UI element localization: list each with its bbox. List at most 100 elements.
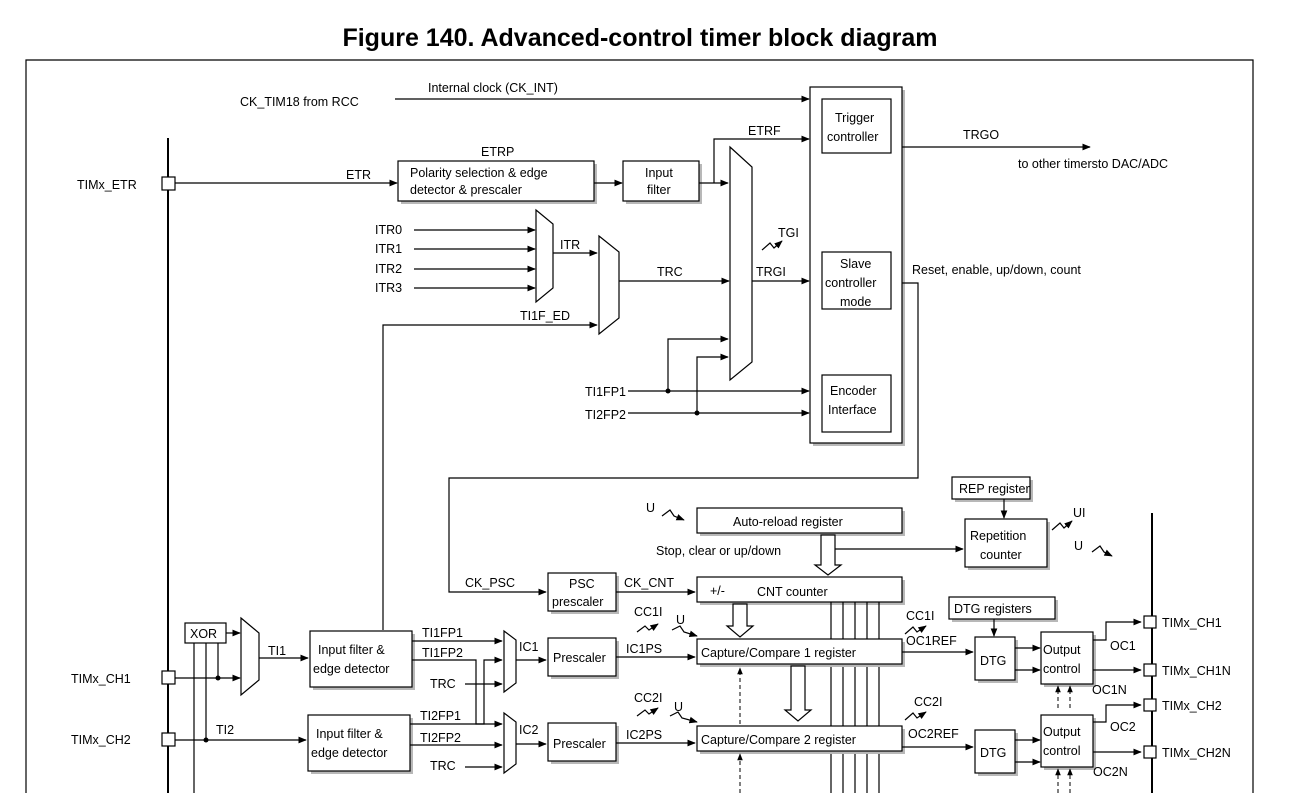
edge1-text-2: edge detector	[313, 662, 389, 676]
itr0-label: ITR0	[375, 223, 402, 237]
ck-cnt-label: CK_CNT	[624, 576, 674, 590]
input-filter-edge-2-box	[307, 714, 411, 772]
dtg-1-box	[974, 636, 1016, 681]
ti1fp2-label: TI1FP2	[422, 646, 463, 660]
slave-text-1: Slave	[840, 257, 871, 271]
trigger-mux	[729, 145, 753, 382]
output1-text-1: Output	[1043, 643, 1081, 657]
dtg-2-box	[974, 729, 1016, 774]
ti2fp1-label: TI2FP1	[420, 709, 461, 723]
ti1fp1-label: TI1FP1	[585, 385, 626, 399]
timx-ch2-pin[interactable]	[161, 732, 176, 747]
ic1-label: IC1	[519, 640, 539, 654]
cc2i-zigzag-right	[904, 711, 927, 721]
ic2-mux	[503, 711, 517, 775]
auto-reload-big-arrow	[813, 534, 843, 576]
encoder-interface-box	[821, 374, 892, 433]
cc2i-label-right: CC2I	[914, 695, 942, 709]
psc-text-1: PSC	[569, 577, 595, 591]
u-zigzag-cc1	[671, 625, 698, 637]
timx-ch2-out-pin[interactable]	[1143, 698, 1157, 712]
prescaler-2-box	[547, 722, 617, 762]
u-label-cc1: U	[676, 613, 685, 627]
repetition-counter-box	[964, 518, 1048, 568]
timx-ch2n-label: TIMx_CH2N	[1162, 746, 1231, 760]
trc1-label: TRC	[430, 677, 456, 691]
junction-dot	[694, 410, 700, 416]
encoder-text-1: Encoder	[830, 384, 877, 398]
encoder-text-2: Interface	[828, 403, 877, 417]
oc2n-label: OC2N	[1093, 765, 1128, 779]
oc1ref-label: OC1REF	[906, 634, 957, 648]
ic2ps-label: IC2PS	[626, 728, 662, 742]
tgi-zigzag	[761, 240, 783, 251]
ui-label: UI	[1073, 506, 1086, 520]
junction-dot	[203, 737, 209, 743]
cnt-counter-text: CNT counter	[757, 585, 828, 599]
timx-ch1-out-label: TIMx_CH1	[1162, 616, 1222, 630]
output-control-1-box	[1040, 631, 1094, 685]
ui-zigzag	[1051, 520, 1073, 531]
ti2fp2-label: TI2FP2	[585, 408, 626, 422]
rep-register-box	[951, 476, 1031, 500]
dtg1-text: DTG	[980, 654, 1006, 668]
u-label-rep: U	[1074, 539, 1083, 553]
cc1i-label-left: CC1I	[634, 605, 662, 619]
edge2-text-1: Input filter &	[316, 727, 383, 741]
timx-ch1n-pin[interactable]	[1143, 663, 1157, 677]
cnt-big-arrow	[725, 603, 755, 638]
trigger-controller-box	[821, 98, 892, 154]
itr-label: ITR	[560, 238, 580, 252]
input-filter-box	[622, 160, 700, 202]
etrp-label: ETRP	[481, 145, 514, 159]
itr1-label: ITR1	[375, 242, 402, 256]
timx-ch2-out-label: TIMx_CH2	[1162, 699, 1222, 713]
psc-prescaler-box	[547, 572, 617, 612]
dtg-registers-text: DTG registers	[954, 602, 1032, 616]
diagram-frame	[25, 59, 1254, 793]
output2-text-2: control	[1043, 744, 1081, 758]
u-zigzag-rep	[1091, 545, 1113, 557]
ti2fp2-branch	[696, 353, 729, 413]
ti2fp2-label-b: TI2FP2	[420, 731, 461, 745]
trigger-text-2: controller	[827, 130, 878, 144]
repetition-text-1: Repetition	[970, 529, 1026, 543]
ic2-label: IC2	[519, 723, 539, 737]
ti2fp1-out-line	[410, 656, 503, 725]
cnt-counter-box	[696, 576, 903, 603]
dtg-registers-box	[948, 596, 1056, 620]
prescaler2-text: Prescaler	[553, 737, 606, 751]
timx-ch1-pin[interactable]	[161, 670, 176, 685]
polarity-selection-box	[397, 160, 595, 202]
ti1f-ed-line	[382, 321, 598, 630]
trc2-label: TRC	[430, 759, 456, 773]
cc1i-label-right: CC1I	[906, 609, 934, 623]
repetition-text-2: counter	[980, 548, 1022, 562]
timx-ch2-label: TIMx_CH2	[71, 733, 131, 747]
psc-text-2: prescaler	[552, 595, 603, 609]
to-other-timers-label: to other timersto DAC/ADC	[1018, 157, 1168, 171]
oc1-line	[1093, 618, 1142, 641]
timx-ch2n-pin[interactable]	[1143, 745, 1157, 759]
junction-dot	[665, 388, 671, 394]
timx-etr-pin[interactable]	[161, 176, 176, 191]
slave-controller-box	[821, 251, 892, 310]
output-control-2-box	[1040, 714, 1094, 768]
oc1-label: OC1	[1110, 639, 1136, 653]
timx-ch1-label: TIMx_CH1	[71, 672, 131, 686]
ti1fp2-out-line	[412, 659, 503, 728]
u-label-arr: U	[646, 501, 655, 515]
cc2i-zigzag-left	[636, 707, 659, 717]
auto-reload-box	[696, 507, 903, 534]
output2-text-1: Output	[1043, 725, 1081, 739]
capture-compare-2-box	[696, 725, 903, 752]
ti1fp1-branch	[667, 335, 729, 391]
trc-mux	[598, 234, 620, 336]
trc-label: TRC	[657, 265, 683, 279]
u-zigzag-arr	[661, 509, 685, 521]
capture-compare-1-box	[696, 638, 903, 665]
timx-ch1-out-pin[interactable]	[1143, 615, 1157, 629]
ic1-mux	[503, 629, 517, 694]
plus-minus-text: +/-	[710, 584, 725, 598]
